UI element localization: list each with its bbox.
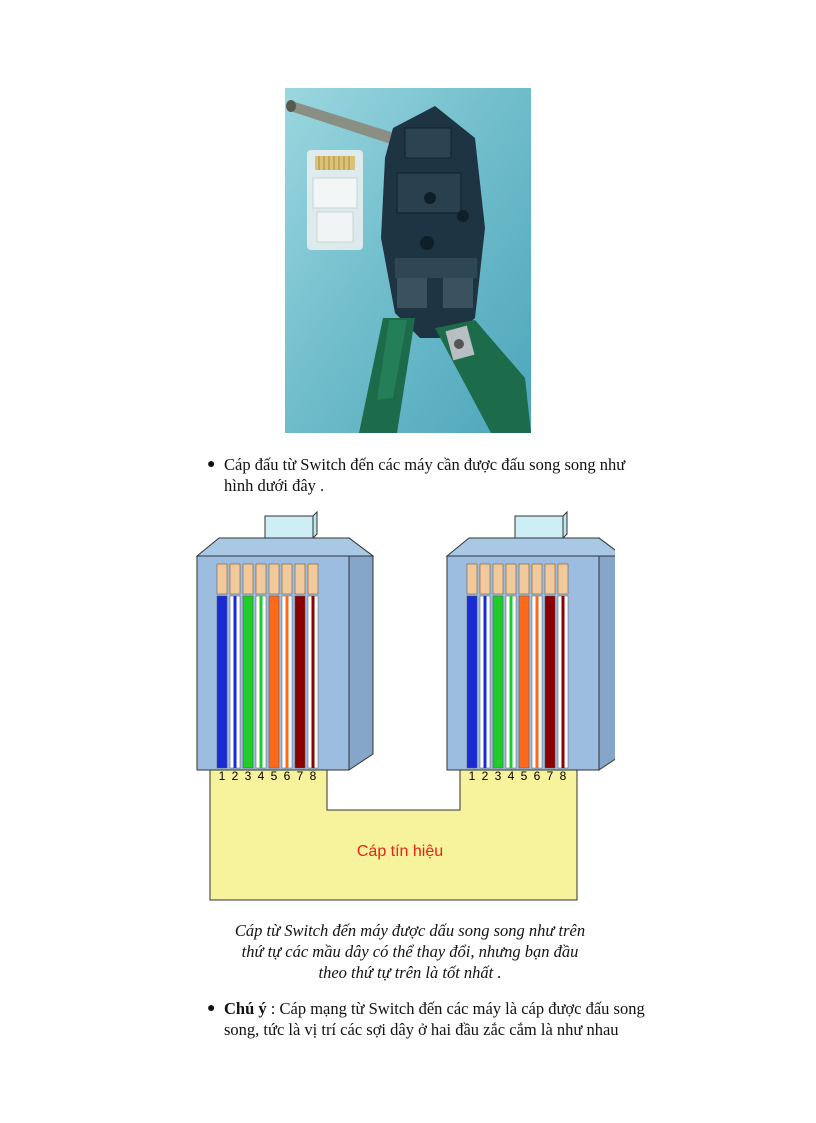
pin-number: 1 (469, 769, 476, 783)
pin-number: 7 (547, 769, 554, 783)
wire-stripe-8 (312, 596, 315, 768)
pin-number: 8 (310, 769, 317, 783)
wire-stripe-2 (484, 596, 487, 768)
pin-number: 2 (482, 769, 489, 783)
wire-stripe-4 (510, 596, 513, 768)
note-label: Chú ý (224, 999, 267, 1018)
contact-pin (308, 564, 318, 594)
plug-top (197, 538, 373, 556)
cable-label: Cáp tín hiệu (357, 843, 443, 860)
contact-pin (256, 564, 266, 594)
caption-line-3: theo thứ tự trên là tốt nhất . (200, 962, 620, 983)
pin-number: 6 (284, 769, 291, 783)
contact-pin (480, 564, 490, 594)
contact-pin (506, 564, 516, 594)
pin-number: 3 (495, 769, 502, 783)
cable-body (210, 766, 577, 900)
contact-pin (532, 564, 542, 594)
caption-line-1: Cáp từ Switch đến máy được dấu song song… (200, 920, 620, 941)
pin-number: 5 (521, 769, 528, 783)
plug-top (447, 538, 615, 556)
pin-number: 3 (245, 769, 252, 783)
wire-5 (269, 596, 279, 768)
contact-pin (230, 564, 240, 594)
contact-pin (243, 564, 253, 594)
caption-line-2: thứ tự các mầu dây có thể thay đổi, nhưn… (200, 941, 620, 962)
bullet-paragraph-1: ● Cáp đấu từ Switch đến các máy cần được… (224, 454, 644, 496)
bullet-paragraph-2: ● Chú ý : Cáp mạng từ Switch đến các máy… (224, 998, 654, 1040)
note-text: : Cáp mạng từ Switch đến các máy là cáp … (267, 999, 645, 1018)
diagram-caption: Cáp từ Switch đến máy được dấu song song… (200, 920, 620, 983)
bullet-icon: ● (207, 454, 215, 475)
wire-5 (519, 596, 529, 768)
wire-3 (243, 596, 253, 768)
crimping-tool-photo (285, 88, 531, 433)
contact-pin (282, 564, 292, 594)
contact-pin (493, 564, 503, 594)
wire-7 (545, 596, 555, 768)
bullet-1-line-1: Cáp đấu từ Switch đến các máy cần được đ… (224, 454, 644, 475)
contact-pin (269, 564, 279, 594)
wire-stripe-4 (260, 596, 263, 768)
wire-1 (467, 596, 477, 768)
wire-stripe-6 (286, 596, 289, 768)
wire-stripe-8 (562, 596, 565, 768)
plug-side (349, 538, 373, 770)
pin-number: 4 (258, 769, 265, 783)
pin-number: 2 (232, 769, 239, 783)
bullet-2-line-1: Chú ý : Cáp mạng từ Switch đến các máy l… (224, 998, 654, 1019)
contact-pin (519, 564, 529, 594)
wire-stripe-2 (234, 596, 237, 768)
contact-pin (217, 564, 227, 594)
pin-number: 6 (534, 769, 541, 783)
pin-number: 1 (219, 769, 226, 783)
plug-side (599, 538, 615, 770)
wire-stripe-6 (536, 596, 539, 768)
wire-1 (217, 596, 227, 768)
bullet-icon: ● (207, 998, 215, 1019)
bullet-1-line-2: hình dưới đây . (224, 475, 644, 496)
wire-3 (493, 596, 503, 768)
pin-number: 8 (560, 769, 567, 783)
bullet-2-line-2: song, tức là vị trí các sợi dây ở hai đầ… (224, 1019, 654, 1040)
wire-7 (295, 596, 305, 768)
pin-number: 7 (297, 769, 304, 783)
contact-pin (467, 564, 477, 594)
contact-pin (545, 564, 555, 594)
pin-number: 4 (508, 769, 515, 783)
pin-number: 5 (271, 769, 278, 783)
contact-pin (295, 564, 305, 594)
contact-pin (558, 564, 568, 594)
